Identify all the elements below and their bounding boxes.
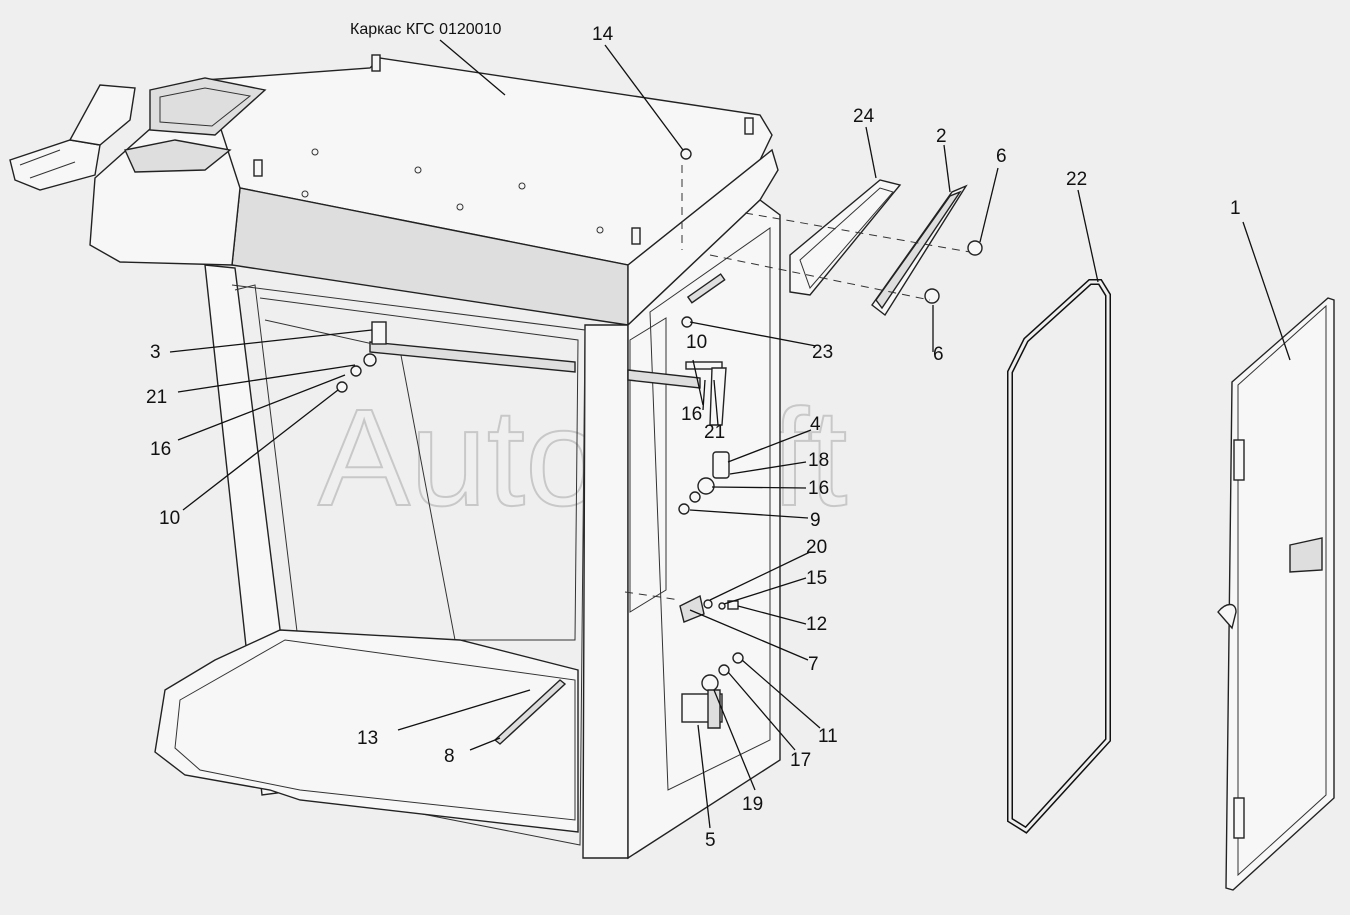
callout-8: 8 [444, 746, 455, 767]
callout-16: 16 [150, 439, 171, 460]
callout-1: 1 [1230, 198, 1241, 219]
cab-frame [9, 54, 781, 860]
callout-16b: 16 [681, 404, 702, 425]
callout-5: 5 [705, 830, 716, 851]
callout-24: 24 [853, 106, 875, 127]
callout-15: 15 [806, 568, 827, 589]
callout-7: 7 [808, 654, 819, 675]
callout-14: 14 [592, 24, 614, 45]
callout-23: 23 [812, 342, 833, 363]
callout-17: 17 [790, 750, 811, 771]
leader-lines [169, 39, 1291, 829]
callout-3: 3 [150, 342, 161, 363]
callout-6: 6 [996, 146, 1007, 167]
callout-4: 4 [810, 414, 821, 435]
vent-window-parts [624, 165, 983, 601]
door-seal [1007, 279, 1111, 834]
callout-19: 19 [742, 794, 763, 815]
callout-10b: 10 [686, 332, 707, 353]
assembly-title: Каркас КГС 0120010 [350, 21, 501, 38]
callout-16c: 16 [808, 478, 829, 499]
callout-20: 20 [806, 537, 827, 558]
callout-21: 21 [146, 387, 167, 408]
callout-22: 22 [1066, 169, 1087, 190]
callout-11: 11 [818, 726, 838, 747]
callout-13: 13 [357, 728, 378, 749]
hardware [336, 273, 744, 745]
callout-2: 2 [936, 126, 947, 147]
callout-12: 12 [806, 614, 827, 635]
callout-6b: 6 [933, 344, 944, 365]
callout-18: 18 [808, 450, 829, 471]
labels: Каркас КГС 0120010 14 24 2 6 22 1 3 21 1… [146, 21, 1241, 851]
callout-21b: 21 [704, 422, 725, 443]
callout-10: 10 [159, 508, 180, 529]
callout-9: 9 [810, 510, 821, 531]
door [1217, 297, 1335, 891]
